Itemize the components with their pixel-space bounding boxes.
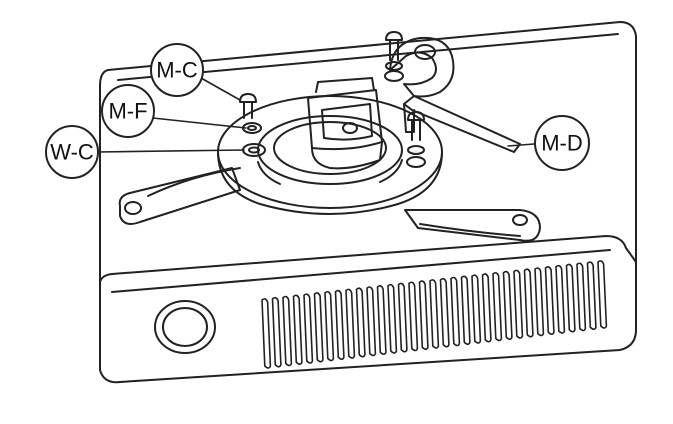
- vent-slot: [544, 266, 555, 336]
- callout-md: M-D: [534, 115, 590, 171]
- vent-slot: [376, 285, 387, 356]
- callout-md-label: M-D: [541, 131, 583, 156]
- callout-mc: M-C: [150, 43, 204, 97]
- vent-slot: [492, 271, 503, 342]
- top-bracket: [307, 77, 383, 170]
- leader-lines: [97, 77, 535, 153]
- vent-slot: [565, 263, 576, 333]
- callout-mc-label: M-C: [156, 58, 198, 83]
- vent-slot: [586, 261, 597, 331]
- screw-top: [384, 31, 404, 82]
- vent-slot: [387, 283, 398, 354]
- vent-slot: [481, 273, 492, 343]
- vent-slot: [460, 275, 471, 346]
- vent-slot: [576, 262, 587, 332]
- vent-slot: [534, 267, 545, 337]
- washer-wc: [242, 143, 266, 157]
- vent-slot: [471, 274, 482, 344]
- vent-slot: [261, 298, 272, 369]
- vent-slot: [429, 279, 440, 349]
- callout-mf-label: M-F: [108, 99, 147, 124]
- callout-wc: W-C: [45, 125, 99, 179]
- vent-slot: [303, 293, 314, 364]
- lens: [154, 300, 216, 354]
- screw-right: [406, 111, 426, 168]
- vent-slot: [324, 290, 335, 362]
- mount-plate: [217, 95, 443, 215]
- vent-slot: [366, 286, 377, 357]
- vent-slot: [439, 277, 450, 348]
- vent-slot: [345, 288, 356, 359]
- hex-key: [403, 95, 521, 153]
- vent-slot: [597, 260, 608, 329]
- mount-arm-left: [118, 167, 241, 225]
- vent-slot: [334, 289, 345, 361]
- vent-slot: [502, 270, 513, 341]
- vent-grille: [261, 260, 608, 369]
- vent-slot: [397, 282, 408, 353]
- vent-slot: [555, 264, 566, 334]
- vent-slot: [355, 287, 366, 358]
- screw-mc: [239, 93, 257, 119]
- mount-arm-right: [404, 209, 541, 242]
- vent-slot: [418, 280, 429, 351]
- vent-slot: [408, 281, 419, 352]
- vent-slot: [271, 296, 282, 368]
- callout-mf: M-F: [101, 84, 155, 138]
- vent-slot: [523, 268, 534, 338]
- vent-slot: [313, 292, 324, 363]
- callout-wc-label: W-C: [50, 140, 94, 165]
- vent-slot: [282, 295, 293, 367]
- vent-slot: [513, 269, 524, 339]
- mount-arm-top: [389, 36, 455, 98]
- vent-slot: [292, 294, 303, 366]
- vent-slot: [450, 276, 461, 347]
